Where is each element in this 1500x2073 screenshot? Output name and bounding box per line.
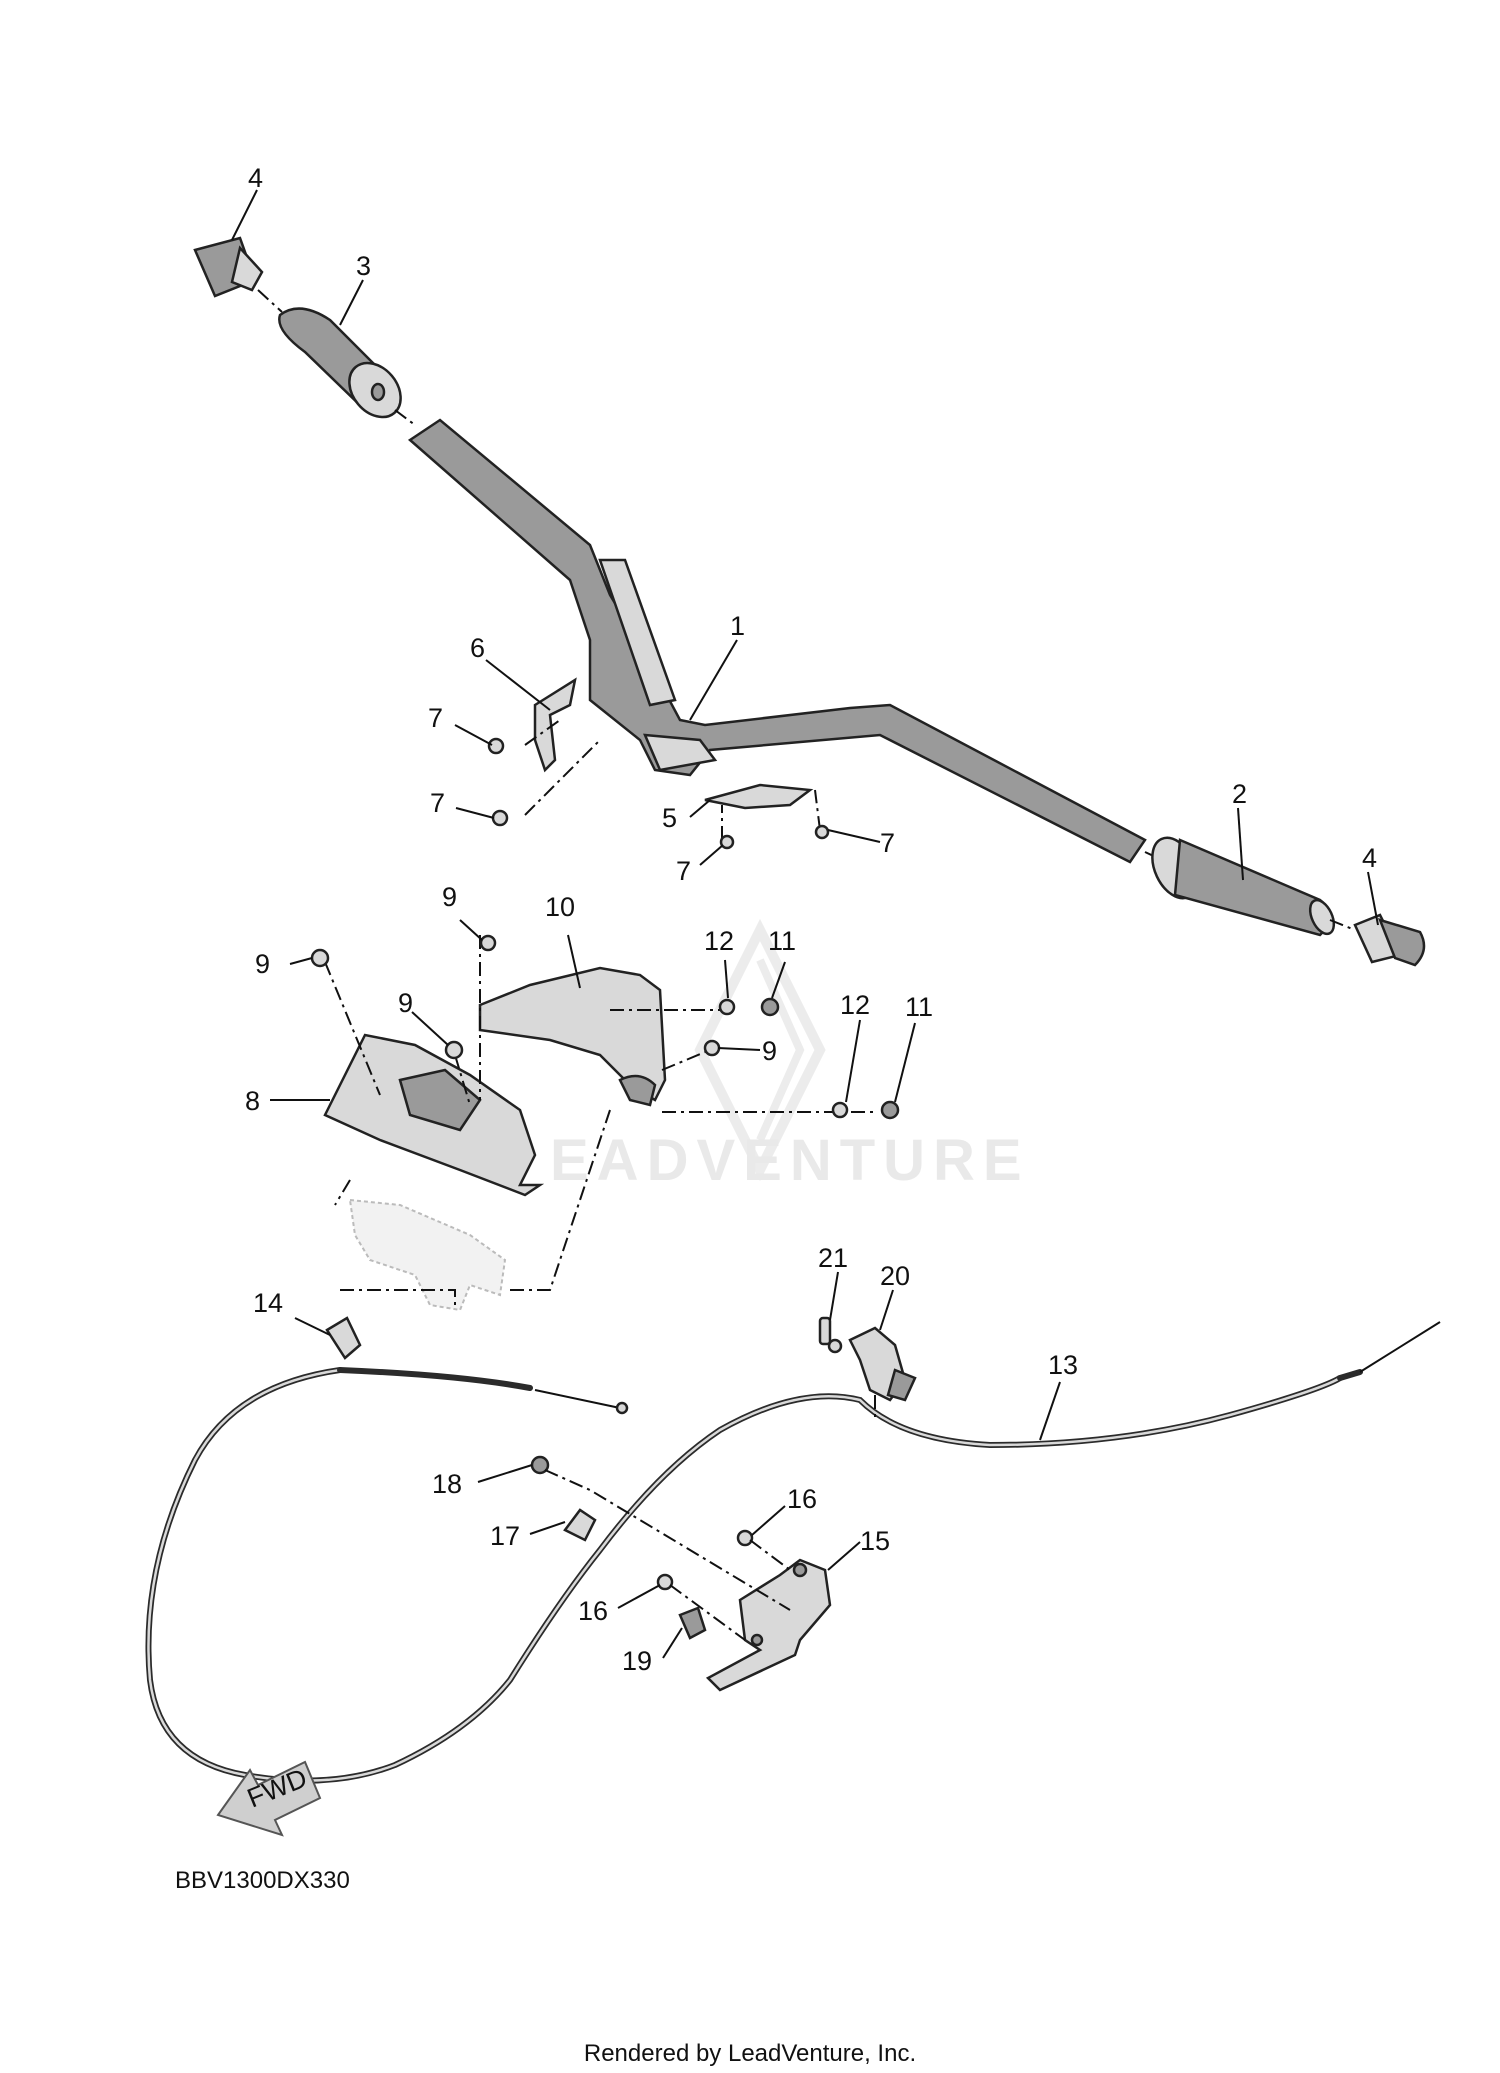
ghost-bracket <box>348 1198 507 1312</box>
part-5-bracket[interactable] <box>704 783 814 810</box>
callout-16: 16 <box>787 1484 817 1514</box>
part-13-cable[interactable] <box>145 1321 1441 1784</box>
callout-19: 19 <box>622 1646 652 1676</box>
callout-17: 17 <box>490 1521 520 1551</box>
part-16-bolts[interactable] <box>656 1529 754 1591</box>
callout-1: 1 <box>730 611 745 641</box>
callout-7: 7 <box>428 703 443 733</box>
part-1-handlebar[interactable] <box>407 418 1147 864</box>
part-21-bolt[interactable] <box>818 1316 843 1354</box>
part-4-left-bar-end[interactable] <box>193 236 264 298</box>
callout-3: 3 <box>356 251 371 281</box>
part-8-lower-cover[interactable] <box>323 1033 545 1197</box>
callout-leaders <box>231 189 1379 1659</box>
callout-9: 9 <box>255 949 270 979</box>
part-20-holder[interactable] <box>848 1326 917 1402</box>
callout-9: 9 <box>762 1036 777 1066</box>
callout-20: 20 <box>880 1261 910 1291</box>
part-11-nuts[interactable] <box>760 997 900 1120</box>
part-4-right-bar-end[interactable] <box>1353 913 1426 967</box>
part-12-washers[interactable] <box>718 998 849 1119</box>
part-7-bolts[interactable] <box>487 737 830 850</box>
part-3-left-grip[interactable] <box>278 307 411 428</box>
watermark-text: EADVENTURE <box>550 1128 1030 1193</box>
callout-15: 15 <box>860 1526 890 1556</box>
part-19-clamp[interactable] <box>678 1606 707 1640</box>
callout-12: 12 <box>704 926 734 956</box>
callout-14: 14 <box>253 1288 283 1318</box>
callout-6: 6 <box>470 633 485 663</box>
callout-13: 13 <box>1048 1350 1078 1380</box>
callout-11: 11 <box>905 992 933 1022</box>
callout-12: 12 <box>840 990 870 1020</box>
callout-9: 9 <box>442 882 457 912</box>
callout-labels: 4 3 1 2 4 6 5 7 7 7 7 9 9 9 9 8 10 12 11… <box>245 163 1377 1676</box>
callout-21: 21 <box>818 1243 848 1273</box>
callout-16: 16 <box>578 1596 608 1626</box>
part-15-bracket[interactable] <box>705 1558 832 1692</box>
callout-9: 9 <box>398 988 413 1018</box>
render-credit-footer: Rendered by LeadVenture, Inc. <box>583 2040 917 2067</box>
callout-10: 10 <box>545 892 575 922</box>
diagram-code: BBV1300DX330 <box>175 1867 350 1894</box>
callout-4: 4 <box>248 163 263 193</box>
part-14-clamp[interactable] <box>325 1316 362 1360</box>
part-10-upper-cover[interactable] <box>478 966 667 1107</box>
callout-2: 2 <box>1232 779 1247 809</box>
callout-4: 4 <box>1362 843 1377 873</box>
callout-7: 7 <box>676 856 691 886</box>
callout-5: 5 <box>662 803 677 833</box>
callout-8: 8 <box>245 1086 260 1116</box>
callout-11: 11 <box>768 926 796 956</box>
forward-direction-arrow: FWD <box>216 1760 322 1837</box>
part-17-clip[interactable] <box>563 1508 597 1542</box>
part-6-bracket[interactable] <box>533 677 577 773</box>
part-2-right-grip[interactable] <box>1143 831 1338 938</box>
callout-7: 7 <box>880 828 895 858</box>
callout-18: 18 <box>432 1469 462 1499</box>
callout-7: 7 <box>430 788 445 818</box>
